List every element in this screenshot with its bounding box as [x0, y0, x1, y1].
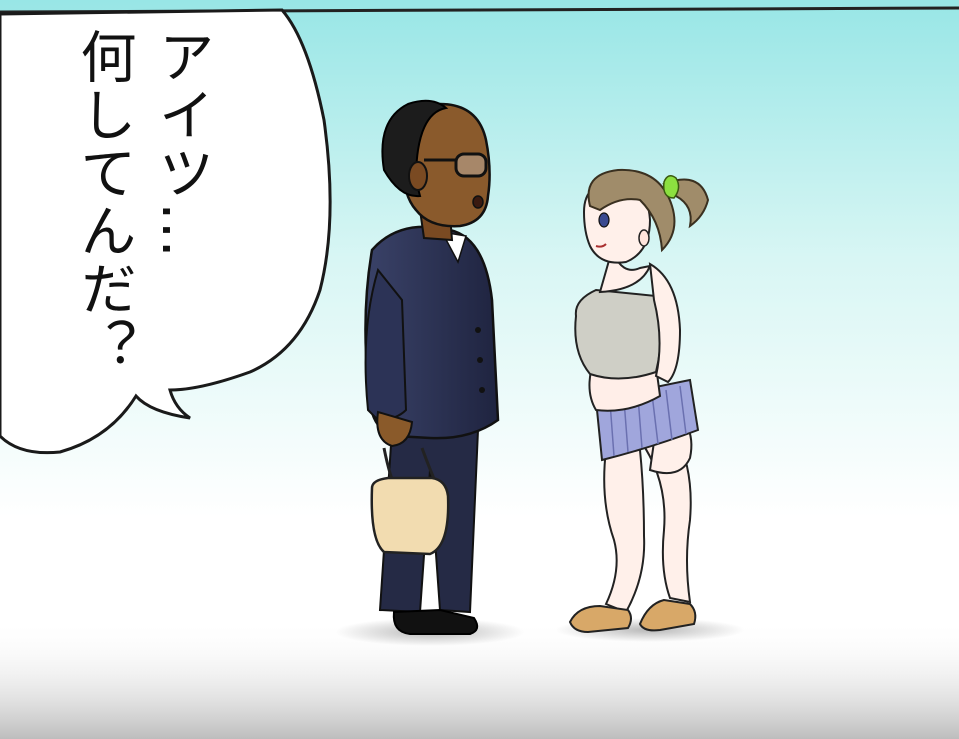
man-arm — [364, 267, 408, 422]
girl-hair — [587, 168, 676, 253]
man-shoe — [392, 608, 479, 635]
girl-leg-back — [638, 434, 692, 604]
tote-bag — [370, 476, 450, 556]
girl-sandal-front — [568, 604, 632, 634]
girl-sandal-back — [638, 598, 697, 632]
girl-figure — [568, 168, 710, 634]
man-hand — [376, 410, 414, 448]
glasses-icon — [424, 152, 488, 178]
speech-bubble-text: アイツ… 何してんだ？ — [71, 28, 214, 376]
hair-tie-icon — [662, 175, 680, 199]
girl-tube-top — [574, 288, 662, 380]
girl-arm — [648, 262, 682, 384]
speech-bubble — [0, 8, 332, 455]
man-hair — [381, 99, 449, 198]
man-figure — [364, 99, 500, 635]
